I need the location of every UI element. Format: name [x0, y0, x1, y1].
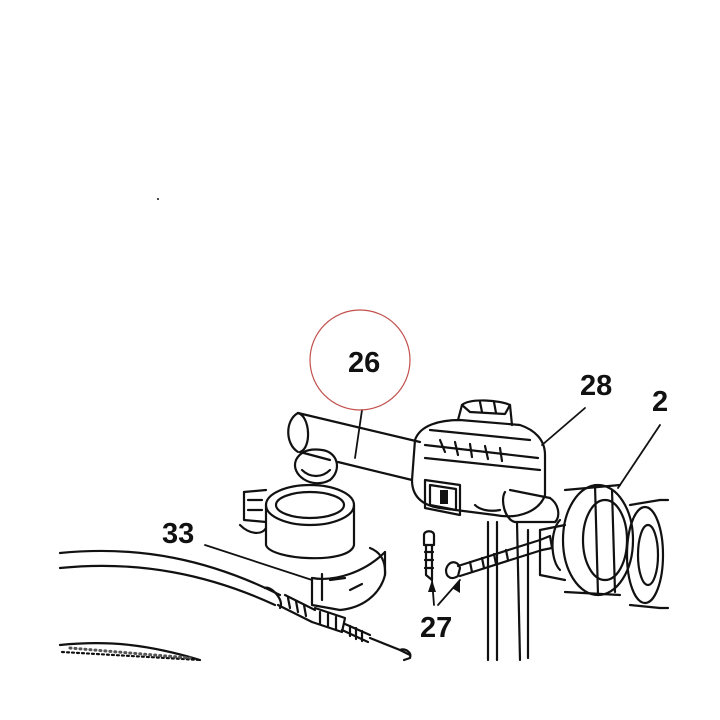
highlight-circle — [309, 309, 411, 411]
screw-angled — [444, 534, 554, 580]
leader-28 — [541, 407, 586, 446]
screw-vertical — [422, 530, 436, 582]
leader-26 — [354, 409, 363, 459]
clamp-ring — [238, 483, 356, 560]
callout-28: 28 — [580, 370, 613, 402]
throttle-cable — [58, 549, 412, 662]
callout-33: 33 — [162, 518, 195, 550]
leader-33 — [204, 544, 313, 581]
frame-lines — [486, 520, 530, 662]
callout-26: 26 — [348, 347, 381, 379]
bar-end — [501, 488, 560, 524]
cable-sheath-texture — [68, 646, 192, 660]
handlebar-tube — [287, 411, 422, 482]
callout-27: 27 — [420, 612, 453, 644]
switch-housing — [410, 399, 547, 518]
stray-dot — [157, 198, 159, 200]
grip-drum — [538, 483, 670, 610]
leader-29 — [617, 424, 661, 489]
half-shell — [310, 546, 387, 612]
callout-29: 2 — [652, 386, 669, 418]
clamp-boss — [293, 448, 339, 485]
leader-lines — [204, 407, 661, 606]
leader-arrowheads — [428, 580, 460, 593]
